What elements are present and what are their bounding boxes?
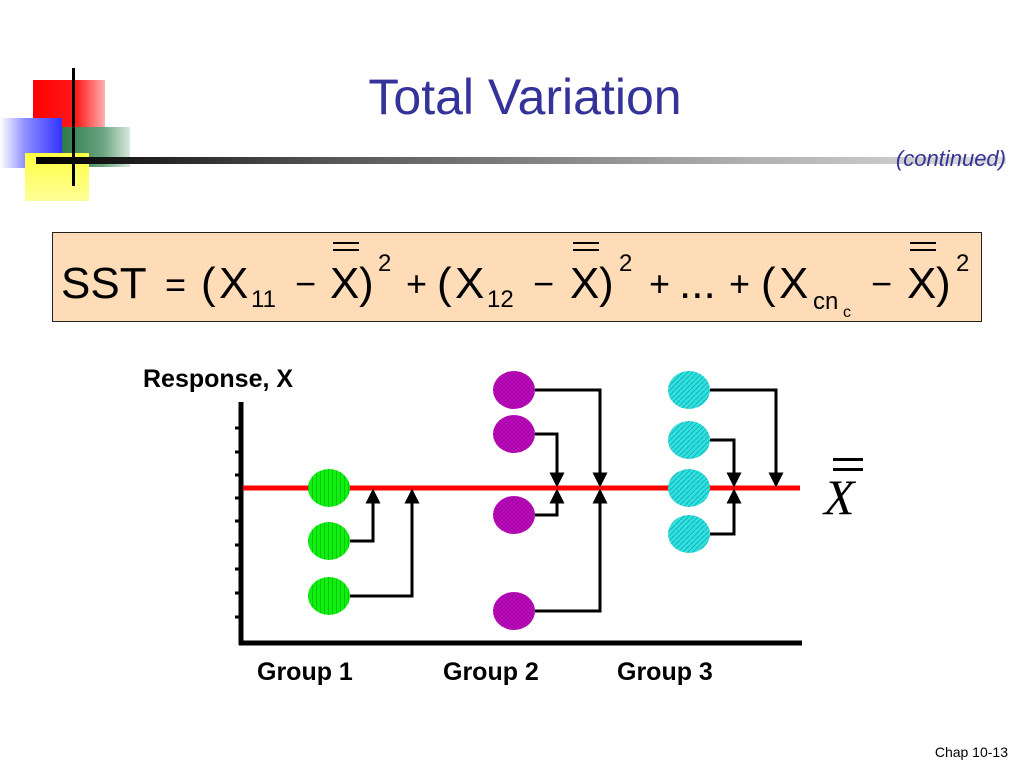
sst-formula-box: SST = ( X 11 − X ) 2 + ( X 12 − X ) 2 + … [52, 232, 982, 322]
data-point [668, 515, 710, 553]
formula-plus-1: + [406, 263, 427, 304]
group-2-label: Group 2 [443, 658, 539, 686]
formula-plus-2: + [649, 263, 670, 304]
formula-open-paren-2: ( [437, 259, 452, 308]
formula-square-2: 2 [619, 250, 632, 277]
grand-mean-symbol: X [820, 458, 870, 528]
deviation-arrow [535, 432, 565, 488]
group-3-label: Group 3 [617, 658, 713, 686]
formula-x-2: X [455, 259, 484, 308]
grand-mean-bar-top [833, 458, 863, 461]
formula-xbar-1: X [330, 259, 359, 308]
formula-minus-3: − [871, 263, 892, 304]
slide-title: Total Variation [368, 69, 682, 125]
formula-close-paren-2: ) [599, 259, 614, 308]
formula-x-3: X [779, 259, 808, 308]
formula-xbar-2: X [570, 259, 599, 308]
slide-subtitle: (continued) [895, 146, 1006, 171]
deviation-arrow [535, 488, 565, 517]
deviation-arrow [710, 438, 742, 488]
deviation-arrow [350, 488, 420, 598]
grand-mean-letter: X [824, 469, 855, 525]
formula-sub-cn: cn [813, 288, 838, 315]
formula-close-paren-1: ) [359, 259, 374, 308]
grand-mean-bar-bottom [833, 468, 863, 471]
formula-sub-12: 12 [487, 286, 514, 313]
data-point [493, 371, 535, 409]
formula-sub-11: 11 [251, 286, 276, 313]
formula-close-paren-3: ) [936, 259, 951, 308]
data-point [668, 421, 710, 459]
y-axis-label: Response, X [143, 365, 294, 393]
deviation-arrow [350, 488, 381, 543]
formula-square-3: 2 [956, 250, 969, 277]
formula-xbar-3: X [907, 259, 936, 308]
data-point [308, 522, 350, 560]
deviation-arrow [710, 488, 742, 536]
logo-vertical-line [72, 68, 75, 186]
formula-sub-c: c [843, 304, 851, 321]
data-point [493, 415, 535, 453]
formula-x-1: X [219, 259, 248, 308]
formula-lhs: SST [61, 259, 147, 308]
data-point [668, 469, 710, 507]
slide-footer: Chap 10-13 [934, 744, 1008, 760]
formula-plus-3: + [729, 263, 750, 304]
deviation-arrow [710, 388, 784, 488]
data-point [308, 577, 350, 615]
data-point [668, 371, 710, 409]
data-point [493, 592, 535, 630]
formula-square-1: 2 [378, 250, 391, 277]
group-1-label: Group 1 [257, 658, 353, 686]
formula-open-paren-1: ( [201, 259, 216, 308]
data-point [308, 469, 350, 507]
title-divider [36, 157, 1006, 164]
group-3-points [668, 371, 710, 553]
deviation-arrow [535, 488, 608, 613]
formula-equals: = [165, 264, 186, 305]
y-axis-ticks [235, 426, 241, 619]
group-2-points [493, 371, 535, 630]
deviation-arrows [350, 388, 784, 613]
formula-minus-1: − [295, 263, 316, 304]
formula-ellipsis: ... [679, 259, 716, 308]
sst-formula: SST = ( X 11 − X ) 2 + ( X 12 − X ) 2 + … [61, 242, 969, 321]
formula-minus-2: − [533, 263, 554, 304]
data-point [493, 496, 535, 534]
formula-open-paren-3: ( [761, 259, 776, 308]
group-1-points [308, 469, 350, 615]
deviation-arrow [535, 388, 608, 488]
